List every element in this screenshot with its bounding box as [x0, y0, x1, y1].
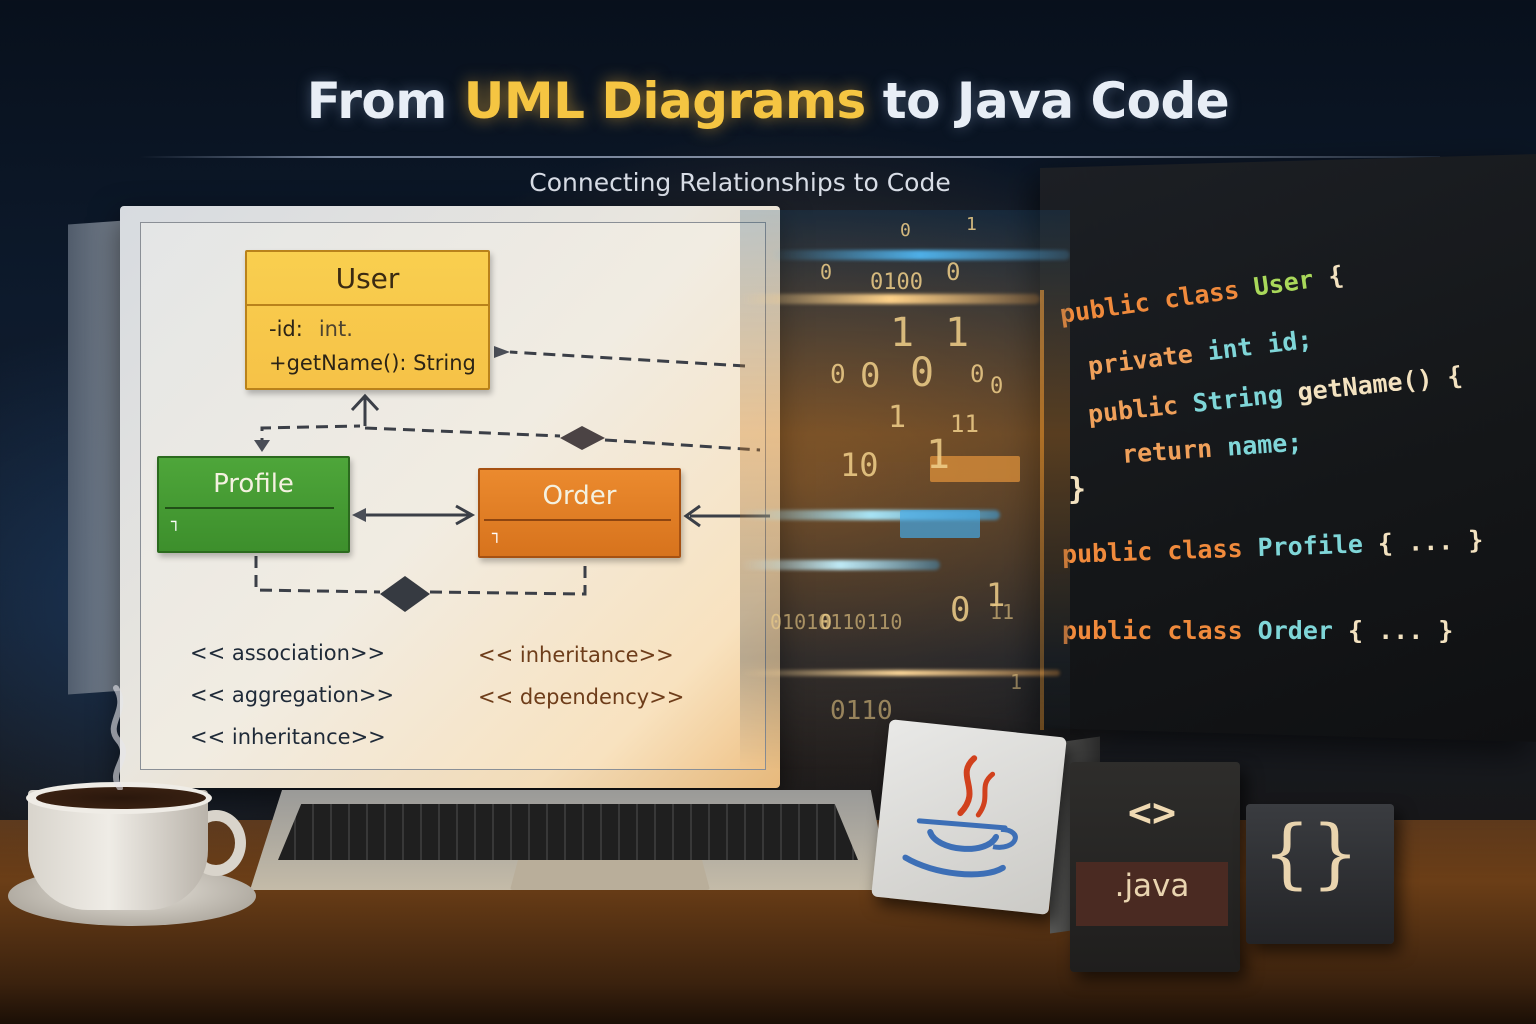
uml-class-user-attribute: -id:int. [269, 317, 353, 341]
light-streak [740, 560, 940, 570]
java-logo-tile [871, 719, 1067, 915]
title-part-java: to Java Code [865, 72, 1230, 130]
light-block [900, 510, 980, 538]
association-arrowhead-left-icon [352, 508, 366, 522]
code-line-7: public class Order { ... } [1062, 616, 1454, 645]
aggregation-diamond-top-icon [560, 426, 605, 450]
dependency-line-user [509, 350, 746, 368]
association-line-profile [260, 424, 361, 450]
code-panel-edge [1040, 290, 1044, 730]
inheritance-arrow-head [350, 393, 380, 412]
aggregation-diamond-bottom-icon [380, 576, 430, 612]
binary-digit: 0100 [870, 270, 923, 295]
file-extension-label: .java [1114, 868, 1190, 904]
light-block [930, 456, 1020, 482]
uml-class-profile-marker-icon: ┐ [171, 512, 181, 531]
binary-digit: 0110 [830, 696, 893, 726]
dependency-arrow-order-head [683, 504, 701, 528]
uml-class-profile-divider [165, 507, 334, 509]
steam-icon [110, 685, 127, 790]
relationship-label: << inheritance>> [478, 643, 674, 667]
uml-class-order: Order ┐ [478, 468, 681, 558]
binary-digit: 1 [890, 310, 915, 356]
page-title: From UML Diagrams to Java Code [0, 72, 1536, 130]
relationship-label: << inheritance>> [190, 725, 386, 749]
binary-digit: 0 [946, 258, 961, 286]
binary-digit: 1 [888, 400, 907, 435]
binary-digit: 0 [990, 374, 1004, 399]
relationship-label: << dependency>> [478, 685, 685, 709]
binary-digit: 1 [926, 432, 951, 478]
dependency-arrowhead-icon [494, 346, 510, 358]
binary-digit: 01010110110 [770, 610, 903, 634]
binary-digit: 11 [990, 600, 1015, 624]
uml-class-profile: Profile ┐ [157, 456, 350, 553]
coffee-cup-handle [186, 810, 246, 876]
aggregation-line-bottom-right [429, 562, 587, 596]
file-label-background [1076, 862, 1228, 926]
binary-digit: 1 [945, 310, 970, 356]
profile-arrowhead-icon [254, 440, 270, 452]
binary-digit: 1 [1010, 670, 1023, 694]
light-streak [740, 670, 1060, 676]
relationship-list-right: << inheritance>> << dependency>> [478, 634, 684, 718]
light-streak [740, 294, 1040, 304]
binary-digit: 1 [986, 576, 1006, 614]
binary-digit: 0 [910, 350, 935, 396]
binary-digit: 10 [840, 446, 879, 484]
binary-digit: 0 [900, 220, 911, 241]
curly-braces-icon: {} [1262, 808, 1360, 897]
code-line-5: } [1068, 472, 1087, 507]
uml-class-order-name: Order [542, 481, 617, 511]
association-arrow-head-right [455, 504, 476, 526]
uml-class-user-name: User [247, 252, 488, 306]
binary-data-stream: 0 1 0 0100 0 0 1 1 0 0 0 0 1 11 1 10 0 1… [740, 210, 1070, 770]
binary-digit: 0 [970, 360, 985, 388]
uml-class-user-method: +getName(): String [269, 351, 476, 375]
coffee-liquid [36, 787, 206, 809]
uml-class-order-divider [484, 519, 671, 521]
title-divider [140, 156, 1440, 158]
light-streak [740, 510, 1000, 520]
laptop-keyboard [278, 804, 858, 860]
java-cup-logo-icon [902, 755, 1018, 878]
relationship-label: << aggregation>> [190, 683, 395, 707]
laptop-trackpad [510, 860, 710, 890]
binary-digit: 0 [820, 260, 833, 284]
light-streak [770, 250, 1070, 260]
binary-digit: 11 [950, 410, 979, 438]
braces-tile [1246, 804, 1394, 944]
relationship-label: << association>> [190, 641, 386, 665]
binary-digit: 0 [830, 360, 846, 390]
relationship-list-left: << association>> << aggregation>> << inh… [190, 632, 394, 758]
title-part-uml: UML Diagrams [463, 72, 867, 130]
binary-digit: 0 [950, 590, 971, 630]
uml-class-order-marker-icon: ┐ [492, 524, 502, 543]
binary-digit: 0 [820, 610, 833, 634]
binary-digit: 1 [966, 214, 977, 235]
code-brackets-icon: <> [1127, 790, 1177, 836]
aggregation-line-top-right [604, 438, 761, 452]
uml-class-user: User -id:int. +getName(): String [245, 250, 490, 390]
uml-class-profile-name: Profile [213, 469, 294, 499]
aggregation-line-top-left [364, 426, 561, 438]
title-part-from: From [306, 72, 464, 130]
subtitle: Connecting Relationships to Code [529, 168, 951, 197]
binary-digit: 0 [860, 356, 881, 396]
aggregation-line-bottom-left [254, 556, 381, 594]
